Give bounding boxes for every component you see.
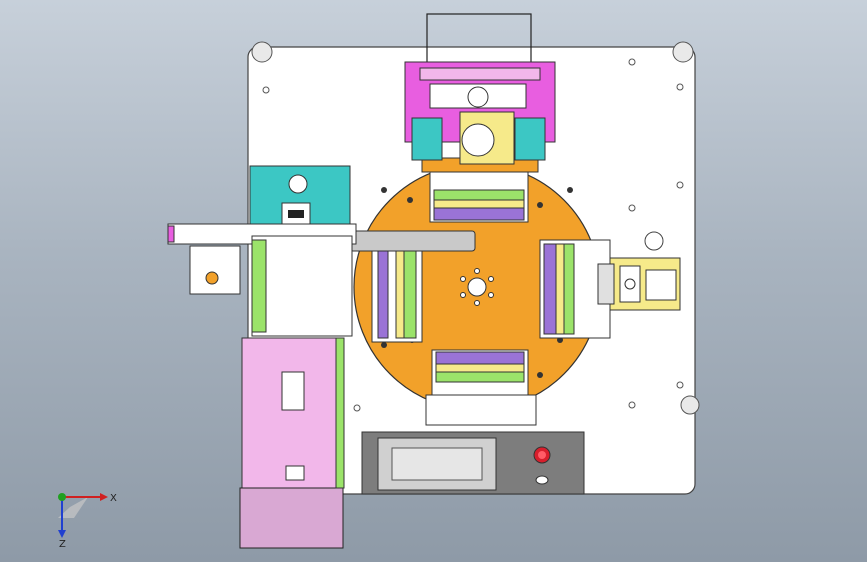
control-panel bbox=[361, 431, 585, 495]
axis-triad: X Z bbox=[58, 493, 117, 550]
emergency-stop-button[interactable] bbox=[533, 446, 551, 464]
left-feeder-module bbox=[249, 165, 351, 233]
z-axis-label: Z bbox=[59, 539, 66, 550]
y-axis-dot bbox=[58, 493, 66, 501]
x-axis-label: X bbox=[110, 493, 117, 504]
fixture-top bbox=[421, 157, 539, 223]
right-side-module bbox=[597, 257, 681, 311]
left-slide-assembly bbox=[189, 235, 353, 549]
top-press-module bbox=[404, 13, 556, 165]
indicator-light bbox=[535, 475, 549, 485]
fixture-left bbox=[371, 245, 423, 343]
fixture-bottom bbox=[425, 349, 537, 426]
